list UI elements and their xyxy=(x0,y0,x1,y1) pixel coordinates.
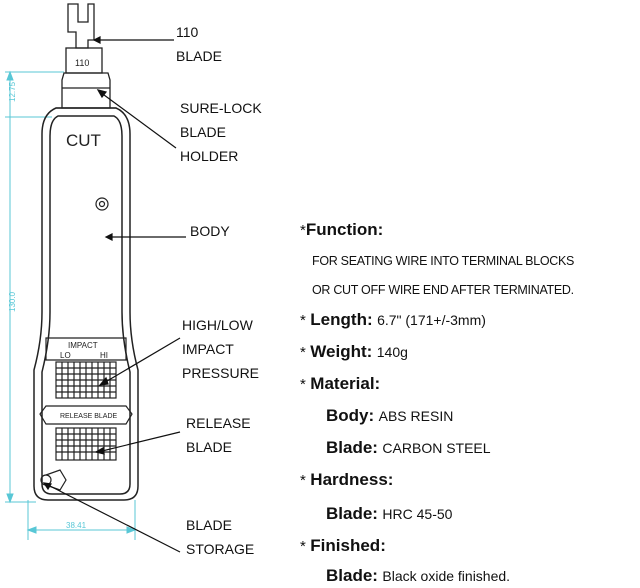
callout-storage: BLADE STORAGE xyxy=(186,513,254,561)
callout-110-line2: BLADE xyxy=(176,48,222,64)
spec-material: * Material: xyxy=(300,374,640,394)
body-screw xyxy=(95,197,109,211)
spec-hardness-blade: Blade: HRC 45-50 xyxy=(326,504,640,524)
spec-length-value: 6.7" (171+/-3mm) xyxy=(377,312,486,328)
callout-release-line1: RELEASE xyxy=(186,415,251,431)
spec-star: * xyxy=(300,376,306,393)
spec-star: * xyxy=(300,222,306,239)
callout-leaders xyxy=(42,36,186,553)
blade-storage-hole xyxy=(40,469,67,491)
dim-width-label: 38.41 xyxy=(66,521,87,530)
spec-weight-key: Weight: xyxy=(310,342,373,361)
release-blade-label: RELEASE BLADE xyxy=(60,413,118,420)
callout-110-blade: 110 BLADE xyxy=(176,20,222,68)
blade-tip-label: 110 xyxy=(75,58,89,68)
body-cut-text: CUT xyxy=(66,131,101,150)
spec-finished-blade-value: Black oxide finished. xyxy=(382,568,511,584)
dim-top-label: 12.75 xyxy=(8,81,17,102)
spec-length-key: Length: xyxy=(310,310,373,329)
spec-material-body: Body: ABS RESIN xyxy=(326,406,640,426)
spec-function-key: Function: xyxy=(305,220,384,239)
spec-hardness-key: Hardness: xyxy=(310,470,394,489)
callout-high-low-line2: IMPACT xyxy=(182,341,234,357)
punch-down-tool-diagram: 12.75 130.0 38.41 110 CUT xyxy=(5,3,186,553)
spec-weight: * Weight: 140g xyxy=(300,342,640,362)
callout-high-low-line1: HIGH/LOW xyxy=(182,317,253,333)
callout-body: BODY xyxy=(190,219,230,243)
spec-hardness: * Hardness: xyxy=(300,470,640,490)
callout-sure-lock: SURE-LOCK BLADE HOLDER xyxy=(180,96,262,168)
spec-function-line2: OR CUT OFF WIRE END AFTER TERMINATED. xyxy=(312,283,574,297)
sure-lock-blade-holder xyxy=(56,72,116,109)
spec-star: * xyxy=(300,538,306,555)
callout-body-line1: BODY xyxy=(190,223,230,239)
spec-material-key: Material: xyxy=(310,374,381,393)
release-blade xyxy=(39,405,133,461)
spec-material-blade-value: CARBON STEEL xyxy=(382,440,491,456)
callout-sure-lock-line3: HOLDER xyxy=(180,148,239,164)
callout-release-line2: BLADE xyxy=(186,439,232,455)
callout-high-low-line3: PRESSURE xyxy=(182,365,260,381)
dim-length-label: 130.0 xyxy=(8,291,17,312)
spec-material-blade: Blade: CARBON STEEL xyxy=(326,438,640,458)
spec-material-blade-key: Blade: xyxy=(326,438,378,457)
impact-hi-label: HI xyxy=(100,351,108,360)
callout-sure-lock-line1: SURE-LOCK xyxy=(180,100,262,116)
spec-weight-value: 140g xyxy=(376,344,408,360)
spec-finished-key: Finished: xyxy=(310,536,386,555)
spec-hardness-blade-key: Blade: xyxy=(326,504,378,523)
spec-star: * xyxy=(300,472,306,489)
spec-star: * xyxy=(300,344,306,361)
impact-lo-label: LO xyxy=(60,351,71,360)
callout-release: RELEASE BLADE xyxy=(186,411,251,459)
callout-storage-line2: STORAGE xyxy=(186,541,255,557)
callout-high-low: HIGH/LOW IMPACT PRESSURE xyxy=(182,313,259,385)
spec-function-line1: FOR SEATING WIRE INTO TERMINAL BLOCKS xyxy=(312,254,575,268)
spec-finished-blade: Blade: Black oxide finished. xyxy=(326,566,640,586)
spec-material-body-key: Body: xyxy=(326,406,375,425)
callout-sure-lock-line2: BLADE xyxy=(180,124,226,140)
tool-body xyxy=(33,107,139,501)
spec-hardness-blade-value: HRC 45-50 xyxy=(382,506,453,522)
callout-110-line1: 110 xyxy=(176,24,199,40)
callout-storage-line1: BLADE xyxy=(186,517,232,533)
spec-finished-blade-key: Blade: xyxy=(326,566,378,585)
spec-function: *Function: xyxy=(300,220,640,240)
impact-label: IMPACT xyxy=(68,341,98,350)
spec-material-body-value: ABS RESIN xyxy=(378,408,454,424)
spec-finished: * Finished: xyxy=(300,536,640,556)
spec-length: * Length: 6.7" (171+/-3mm) xyxy=(300,310,640,330)
spec-star: * xyxy=(300,312,306,329)
dimension-lines xyxy=(5,70,137,540)
